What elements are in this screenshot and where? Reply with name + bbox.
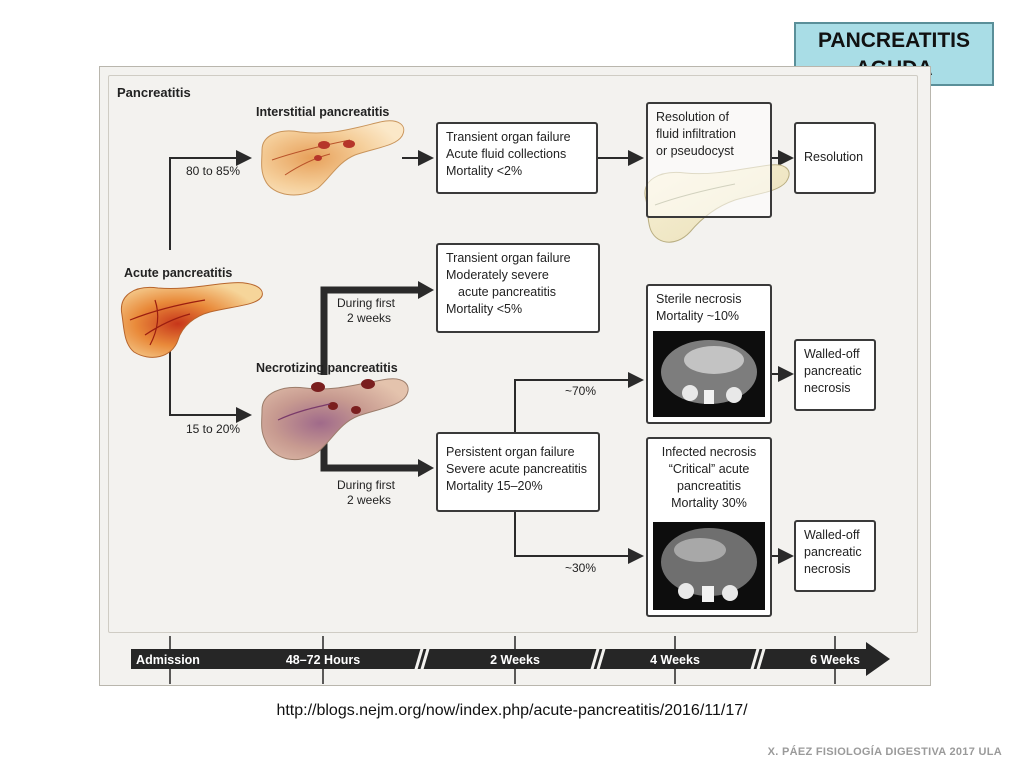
interstitial-pancreas-illustration: [261, 120, 405, 196]
title-line-1: PANCREATITIS: [817, 29, 971, 52]
during-first-label-1: During first 2 weeks: [337, 296, 396, 325]
connector-to-infected: [514, 512, 644, 564]
percent-80-85-label: 80 to 85%: [186, 164, 241, 178]
necrotizing-pancreas-illustration: [261, 378, 409, 461]
timeline-label-48-72-hours: 48–72 Hours: [286, 653, 360, 667]
necrotizing-pancreatitis-label: Necrotizing pancreatitis: [256, 361, 398, 375]
box-resolution: Resolution: [794, 122, 876, 194]
box-transient-organ-failure-mild: Transient organ failure Acute fluid coll…: [436, 122, 598, 194]
connector-to-interstitial: [169, 150, 252, 250]
timeline-label-admission: Admission: [136, 653, 200, 667]
during-first-label-2: During first 2 weeks: [337, 478, 396, 507]
timeline-label-4-weeks: 4 Weeks: [650, 653, 700, 667]
box-walled-off-necrosis-2: Walled-off pancreatic necrosis: [794, 520, 876, 592]
box-transient-organ-failure-moderate: Transient organ failure Moderately sever…: [436, 243, 600, 333]
percent-30-label: ~30%: [565, 561, 597, 575]
percent-70-label: ~70%: [565, 384, 597, 398]
acute-pancreatitis-label: Acute pancreatitis: [124, 266, 233, 280]
connector-to-sterile: [514, 372, 644, 432]
acute-pancreas-illustration: [120, 282, 263, 358]
figure-heading: Pancreatitis: [117, 85, 191, 100]
box-resolution-fluid: Resolution of fluid infiltration or pseu…: [646, 102, 772, 218]
box-sterile-necrosis: Sterile necrosis Mortality ~10%: [646, 284, 772, 424]
footer-credit: X. PÁEZ FISIOLOGÍA DIGESTIVA 2017 ULA: [767, 746, 1002, 758]
connector-to-necrotizing: [169, 350, 252, 423]
thick-arrow-down: [320, 440, 420, 472]
interstitial-pancreatitis-label: Interstitial pancreatitis: [256, 105, 390, 119]
percent-15-20-label: 15 to 20%: [186, 422, 241, 436]
timeline-label-6-weeks: 6 Weeks: [810, 653, 860, 667]
box-persistent-organ-failure: Persistent organ failure Severe acute pa…: [436, 432, 600, 512]
thick-arrow-up: [320, 286, 420, 375]
source-url: http://blogs.nejm.org/now/index.php/acut…: [276, 702, 748, 719]
box-walled-off-necrosis-1: Walled-off pancreatic necrosis: [794, 339, 876, 411]
figure-inner-frame: [108, 75, 918, 633]
box-infected-necrosis: Infected necrosis “Critical” acute pancr…: [646, 437, 772, 617]
timeline-label-2-weeks: 2 Weeks: [490, 653, 540, 667]
timeline-bar: Admission 48–72 Hours 2 Weeks 4 Weeks 6 …: [131, 636, 890, 684]
